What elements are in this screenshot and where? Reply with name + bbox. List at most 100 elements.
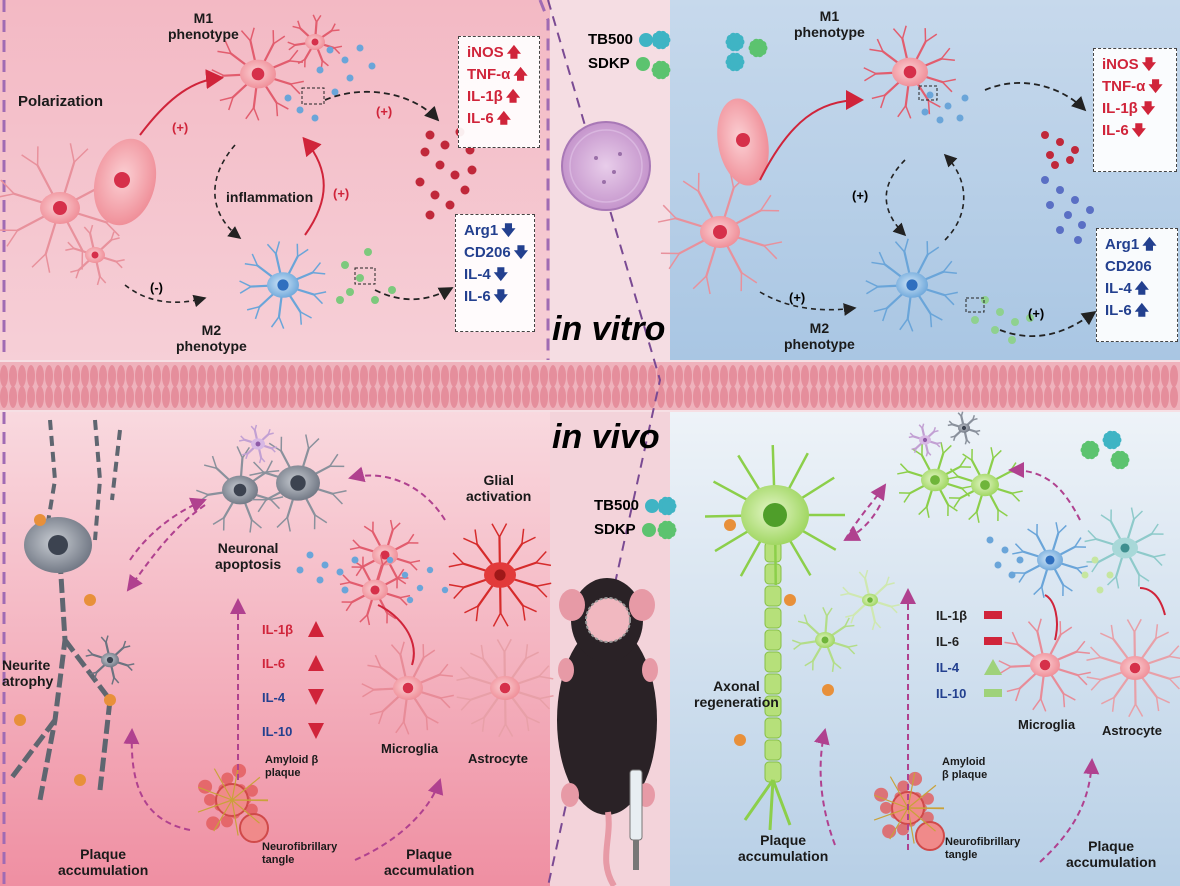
vitro-left-m1-markers: iNOS🡅TNF-α🡅IL-1β🡅IL-6🡅 bbox=[458, 36, 540, 148]
microglia-label: Microglia bbox=[381, 742, 438, 757]
cytokine-name: IL-4 bbox=[262, 690, 300, 705]
cytokine-item: IL-1β bbox=[936, 602, 1002, 628]
astrocyte-label: Astrocyte bbox=[468, 752, 528, 767]
triangle-down-icon bbox=[308, 689, 324, 705]
arrow-up-icon: 🡅 bbox=[506, 89, 520, 105]
marker-name: TNF-α bbox=[467, 66, 510, 83]
triangle-up-icon bbox=[984, 659, 1002, 675]
in-vivo-title: in vivo bbox=[552, 418, 660, 457]
marker-item: IL-4🡇 bbox=[464, 264, 526, 286]
arrow-down-icon: 🡇 bbox=[1142, 57, 1156, 73]
cytokine-item: IL-10 bbox=[262, 714, 324, 748]
arrow-down-icon: 🡇 bbox=[1132, 123, 1146, 139]
neurofibrillary-tangle-label-right: Neurofibrillary tangle bbox=[945, 836, 1020, 861]
cytokine-name: IL-6 bbox=[936, 634, 976, 649]
marker-item: CD206 bbox=[1105, 256, 1169, 278]
marker-name: CD206 bbox=[464, 244, 511, 261]
marker-item: TNF-α🡇 bbox=[1102, 76, 1168, 98]
marker-name: IL-4 bbox=[464, 266, 491, 283]
neurite-atrophy-label: Neurite atrophy bbox=[2, 657, 53, 689]
marker-name: IL-1β bbox=[1102, 100, 1138, 117]
bar-icon bbox=[984, 637, 1002, 645]
m2-phenotype-label: M2 phenotype bbox=[176, 322, 247, 354]
marker-item: IL-6🡅 bbox=[467, 108, 531, 130]
cytokine-name: IL-4 bbox=[936, 660, 976, 675]
astrocyte-label-right: Astrocyte bbox=[1102, 724, 1162, 739]
inflammation-label: inflammation bbox=[226, 189, 313, 205]
polarization-label: Polarization bbox=[18, 93, 103, 110]
arrow-down-icon: 🡇 bbox=[514, 245, 528, 261]
arrow-down-icon: 🡇 bbox=[1141, 101, 1155, 117]
m1-phenotype-label-right: M1 phenotype bbox=[794, 8, 865, 40]
marker-name: IL-6 bbox=[1102, 122, 1129, 139]
in-vitro-title: in vitro bbox=[552, 310, 665, 349]
sdkp-dot-icon bbox=[642, 523, 656, 537]
cytokine-name: IL-1β bbox=[936, 608, 976, 623]
cytokine-item: IL-6 bbox=[936, 628, 1002, 654]
marker-item: IL-6🡇 bbox=[464, 286, 526, 308]
tb500-dot-icon bbox=[645, 499, 659, 513]
triangle-down-icon bbox=[308, 723, 324, 739]
sdkp-dot-icon bbox=[636, 57, 650, 71]
axonal-regeneration-label: Axonal regeneration bbox=[694, 678, 779, 710]
marker-item: IL-1β🡅 bbox=[467, 86, 531, 108]
marker-name: Arg1 bbox=[1105, 236, 1139, 253]
arrow-up-icon: 🡅 bbox=[1142, 237, 1156, 253]
treatment-legend-bottom: TB500 SDKP bbox=[594, 494, 659, 542]
cytokine-item: IL-4 bbox=[936, 654, 1002, 680]
microglia-label-right: Microglia bbox=[1018, 718, 1075, 733]
marker-name: iNOS bbox=[467, 44, 504, 61]
plaque-accumulation-label-right: Plaque accumulation bbox=[738, 832, 828, 864]
arrow-down-icon: 🡇 bbox=[494, 289, 508, 305]
legend-label: TB500 bbox=[594, 494, 639, 518]
marker-name: Arg1 bbox=[464, 222, 498, 239]
arrow-up-icon: 🡅 bbox=[1135, 303, 1149, 319]
marker-item: IL-6🡇 bbox=[1102, 120, 1168, 142]
neuronal-apoptosis-label: Neuronal apoptosis bbox=[215, 540, 281, 572]
m2-phenotype-label-right: M2 phenotype bbox=[784, 320, 855, 352]
arrow-up-icon: 🡅 bbox=[513, 67, 527, 83]
marker-item: Arg1🡇 bbox=[464, 220, 526, 242]
tb500-dot-icon bbox=[639, 33, 653, 47]
arrow-down-icon: 🡇 bbox=[494, 267, 508, 283]
bar-icon bbox=[984, 611, 1002, 619]
marker-item: Arg1🡅 bbox=[1105, 234, 1169, 256]
plaque-accumulation-label-right: Plaque accumulation bbox=[1066, 838, 1156, 870]
arrow-up-icon: 🡅 bbox=[507, 45, 521, 61]
cytokine-item: IL-10 bbox=[936, 680, 1002, 706]
marker-name: IL-4 bbox=[1105, 280, 1132, 297]
neurofibrillary-tangle-label: Neurofibrillary tangle bbox=[262, 841, 337, 866]
glial-activation-label: Glial activation bbox=[466, 472, 531, 504]
legend-label: SDKP bbox=[594, 518, 636, 542]
vitro-left-m2-markers: Arg1🡇CD206🡇IL-4🡇IL-6🡇 bbox=[455, 214, 535, 332]
arrow-up-icon: 🡅 bbox=[497, 111, 511, 127]
legend-label: SDKP bbox=[588, 52, 630, 76]
marker-item: IL-4🡅 bbox=[1105, 278, 1169, 300]
arrow-down-icon: 🡇 bbox=[501, 223, 515, 239]
minus-label: (-) bbox=[150, 280, 163, 295]
cytokine-item: IL-1β bbox=[262, 612, 324, 646]
marker-name: IL-6 bbox=[467, 110, 494, 127]
arrow-down-icon: 🡇 bbox=[1148, 79, 1162, 95]
arrow-up-icon: 🡅 bbox=[1135, 281, 1149, 297]
marker-name: IL-6 bbox=[464, 288, 491, 305]
marker-item: IL-6🡅 bbox=[1105, 300, 1169, 322]
amyloid-plaque-label: Amyloid β plaque bbox=[265, 754, 318, 779]
amyloid-plaque-label-right: Amyloid β plaque bbox=[942, 756, 987, 781]
marker-item: CD206🡇 bbox=[464, 242, 526, 264]
marker-item: TNF-α🡅 bbox=[467, 64, 531, 86]
plaque-accumulation-label: Plaque accumulation bbox=[384, 846, 474, 878]
membrane-band bbox=[0, 362, 1180, 410]
cytokine-name: IL-1β bbox=[262, 622, 300, 637]
marker-item: iNOS🡅 bbox=[467, 42, 531, 64]
marker-name: iNOS bbox=[1102, 56, 1139, 73]
marker-name: CD206 bbox=[1105, 258, 1152, 275]
treatment-legend-top: TB500 SDKP bbox=[588, 28, 653, 76]
petri-dish-icon bbox=[562, 122, 650, 210]
triangle-up-icon bbox=[308, 655, 324, 671]
plaque-accumulation-label: Plaque accumulation bbox=[58, 846, 148, 878]
plus-label: (+) bbox=[789, 290, 805, 305]
